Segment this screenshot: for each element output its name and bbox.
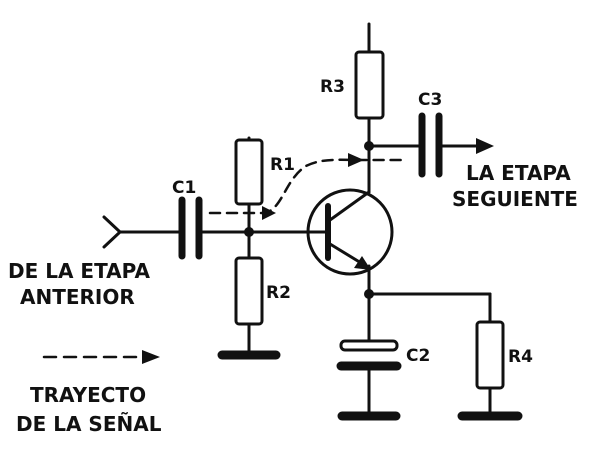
legend-label-line2: DE LA SEÑAL bbox=[16, 412, 162, 436]
transistor-collector bbox=[328, 190, 371, 222]
junction-dot-emitter bbox=[364, 289, 374, 299]
signal-path-dashed bbox=[208, 158, 408, 215]
junction-dot-collector bbox=[364, 141, 374, 151]
junction-dot-base bbox=[244, 227, 254, 237]
transistor-envelope bbox=[306, 188, 394, 276]
r2-resistor bbox=[234, 256, 264, 326]
signal-arrowhead-base bbox=[262, 206, 276, 220]
c2-label: C2 bbox=[406, 346, 430, 366]
signal-arrowhead-collector bbox=[348, 153, 364, 167]
r3-label: R3 bbox=[320, 77, 345, 97]
c2-plate-top bbox=[339, 339, 399, 352]
c1-label: C1 bbox=[172, 178, 196, 198]
legend-label-line1: TRAYECTO bbox=[30, 383, 146, 407]
r3-resistor bbox=[354, 50, 385, 120]
r1-label: R1 bbox=[270, 155, 295, 175]
r1-resistor bbox=[234, 138, 264, 206]
r2-label: R2 bbox=[266, 283, 291, 303]
input-label-line1: DE LA ETAPA bbox=[8, 259, 150, 283]
output-label-line2: SEGUIENTE bbox=[452, 187, 578, 211]
legend-arrowhead bbox=[142, 350, 160, 364]
r4-resistor bbox=[475, 320, 505, 390]
r4-label: R4 bbox=[508, 347, 533, 367]
input-label-line2: ANTERIOR bbox=[20, 285, 135, 309]
output-arrowhead bbox=[476, 138, 494, 154]
output-label-line1: LA ETAPA bbox=[466, 161, 571, 185]
c3-label: C3 bbox=[418, 90, 442, 110]
input-chevron bbox=[102, 215, 122, 249]
emitter-arrowhead bbox=[354, 256, 371, 270]
